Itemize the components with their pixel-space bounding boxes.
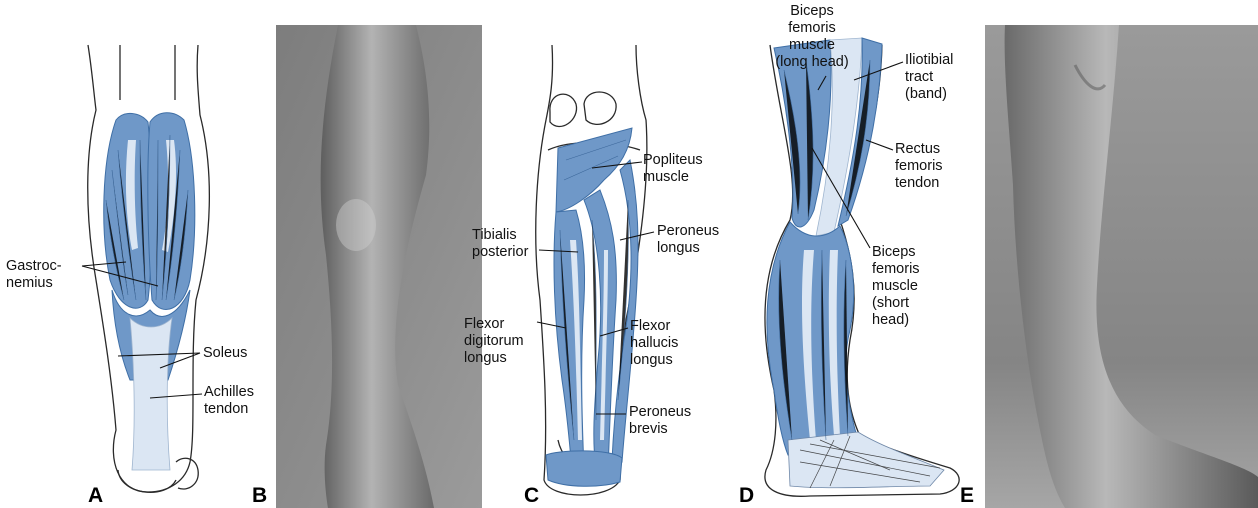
label-peroneus-brevis: Peroneus brevis bbox=[629, 404, 691, 438]
panel-letter-a: A bbox=[88, 484, 103, 508]
label-achilles-tendon: Achilles tendon bbox=[204, 384, 254, 418]
label-tibialis-posterior: Tibialis posterior bbox=[472, 227, 528, 261]
label-gastrocnemius: Gastroc- nemius bbox=[6, 258, 62, 292]
panel-letter-e: E bbox=[960, 484, 974, 508]
label-flexor-hallucis-longus: Flexor hallucis longus bbox=[630, 318, 678, 369]
achilles-tendon-shape bbox=[130, 318, 172, 470]
foot-tendons-c bbox=[546, 451, 622, 486]
flexor-hallucis-shape bbox=[584, 190, 616, 470]
panel-letter-d: D bbox=[739, 484, 754, 508]
panel-b-photo bbox=[276, 25, 482, 508]
panel-e-photo bbox=[985, 25, 1258, 508]
label-biceps-femoris-short-head: Biceps femoris muscle (short head) bbox=[872, 244, 920, 329]
label-popliteus-muscle: Popliteus muscle bbox=[643, 152, 703, 186]
label-flexor-digitorum-longus: Flexor digitorum longus bbox=[464, 316, 524, 367]
panel-a-illustration bbox=[0, 0, 300, 508]
label-rectus-femoris-tendon: Rectus femoris tendon bbox=[895, 141, 943, 192]
label-iliotibial-tract: Iliotibial tract (band) bbox=[905, 52, 953, 103]
panel-letter-c: C bbox=[524, 484, 539, 508]
label-peroneus-longus: Peroneus longus bbox=[657, 223, 719, 257]
label-biceps-femoris-long-head: Biceps femoris muscle (long head) bbox=[767, 3, 857, 71]
label-soleus: Soleus bbox=[203, 345, 247, 362]
panel-letter-b: B bbox=[252, 484, 267, 508]
